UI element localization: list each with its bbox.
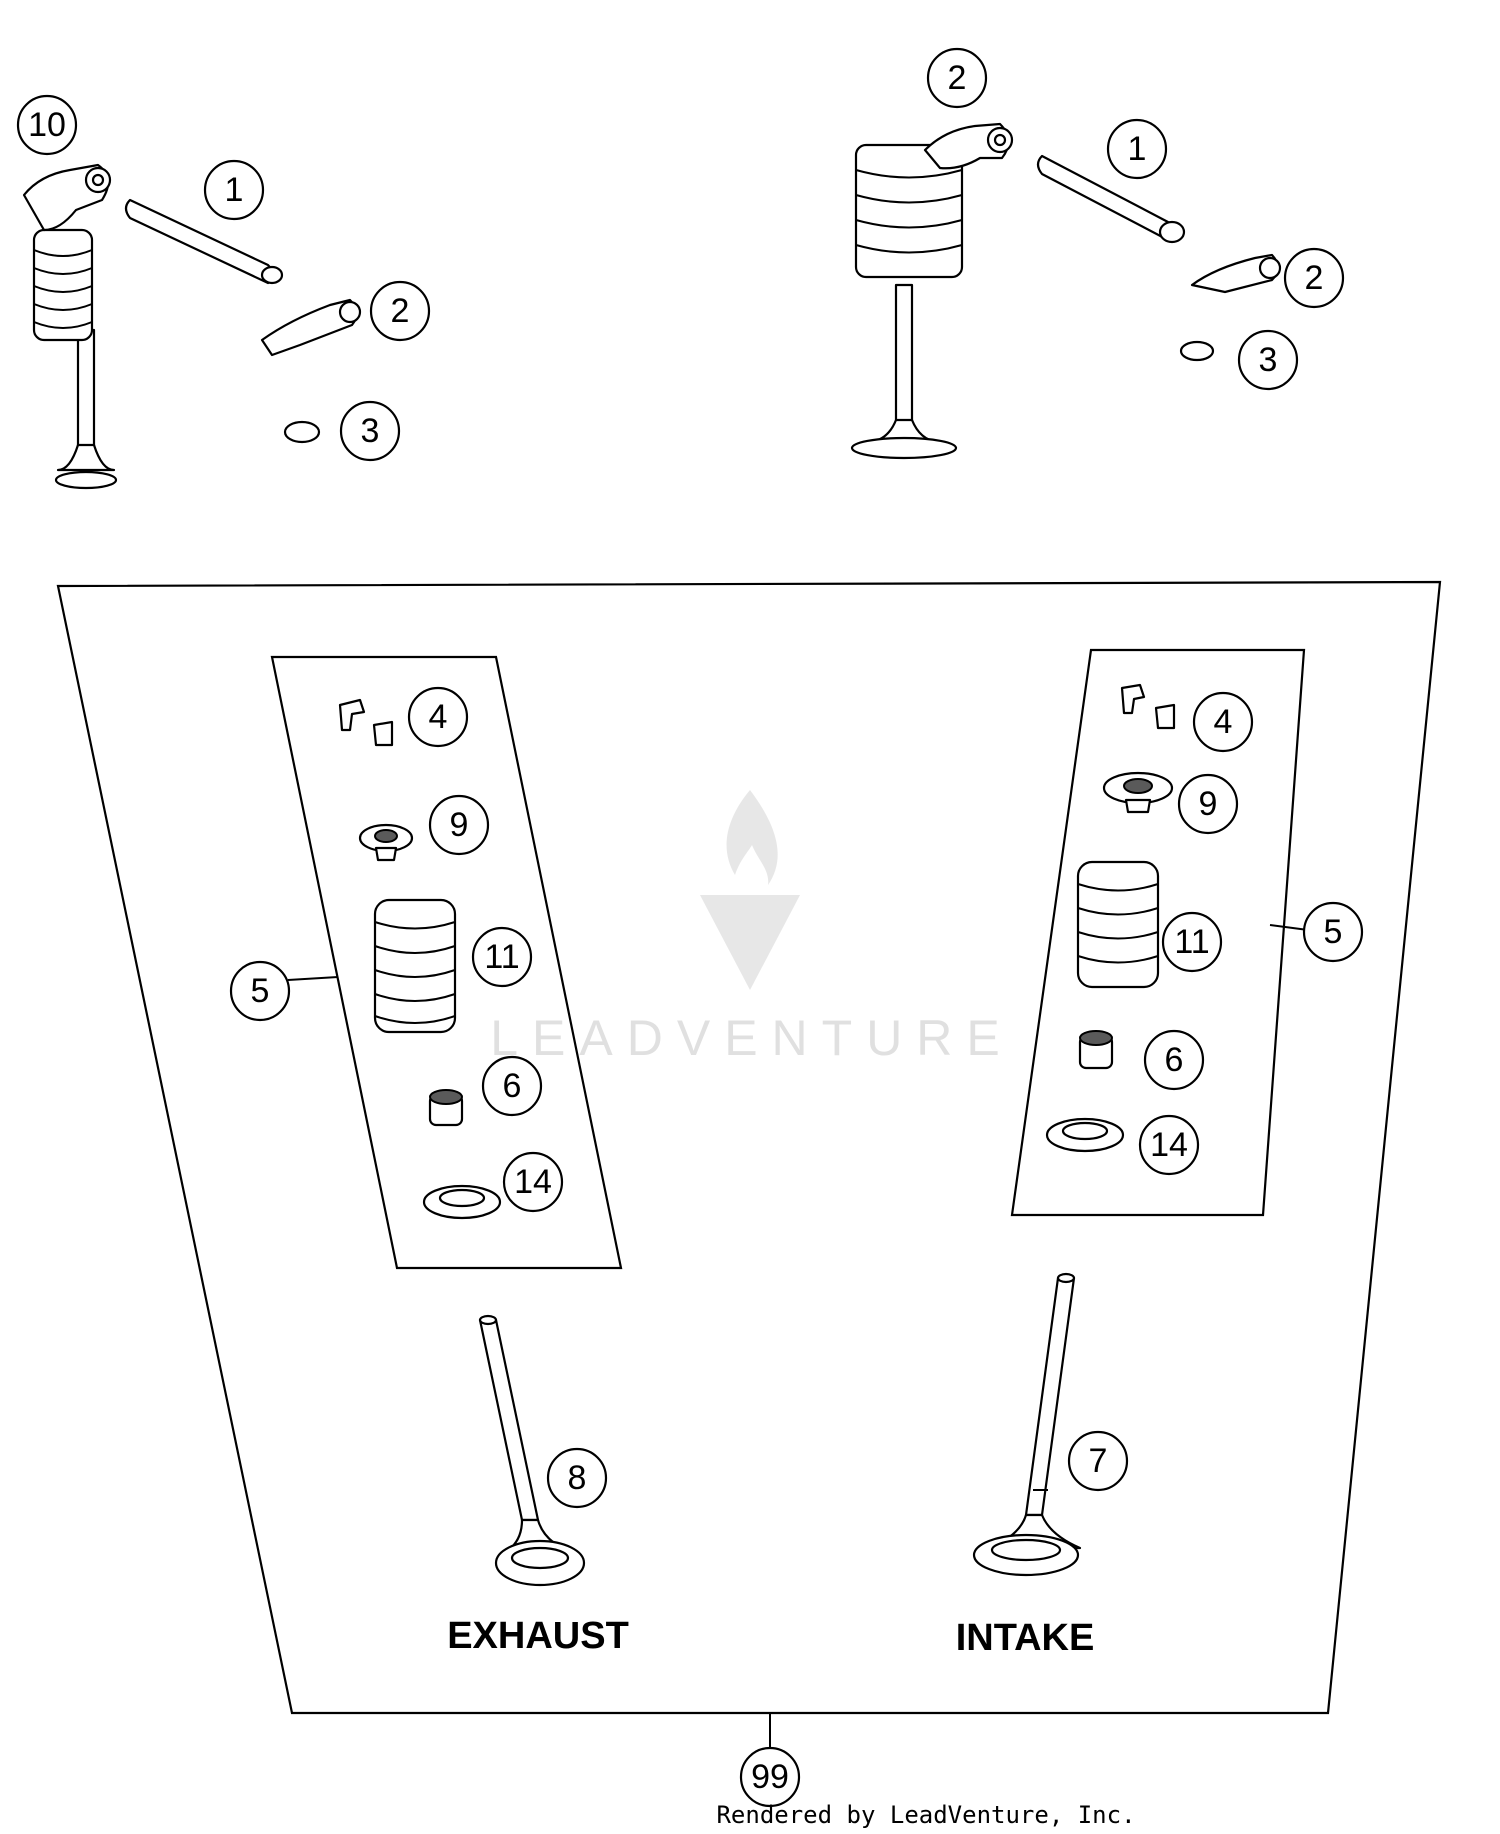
callout-4: 4 — [1192, 691, 1254, 753]
shim-icon — [1179, 340, 1215, 362]
svg-text:14: 14 — [514, 1163, 552, 1201]
callout-99: 99 — [739, 1746, 801, 1808]
callout-11: 11 — [471, 926, 533, 988]
footer-credit: Rendered by LeadVenture, Inc. — [716, 1801, 1135, 1829]
callout-5: 5 — [229, 960, 291, 1022]
exhaust-label: EXHAUST — [447, 1615, 629, 1657]
callout-8: 8 — [546, 1447, 608, 1509]
callout-9: 9 — [1177, 773, 1239, 835]
callout-4: 4 — [407, 686, 469, 748]
svg-text:6: 6 — [1165, 1041, 1184, 1079]
valve-spring-icon — [1076, 860, 1160, 989]
rocker-shaft-icon — [1036, 154, 1186, 244]
callout-11: 11 — [1161, 911, 1223, 973]
intake-label: INTAKE — [956, 1617, 1095, 1659]
svg-text:14: 14 — [1150, 1126, 1188, 1164]
callout-2: 2 — [369, 280, 431, 342]
valve-keeper-icon — [338, 698, 394, 747]
exhaust-spring-kit-frame — [270, 655, 623, 1270]
spring-seat-icon — [1045, 1117, 1125, 1153]
svg-text:11: 11 — [1174, 923, 1209, 961]
rocker-arm-icon — [260, 298, 362, 357]
spring-retainer-icon — [358, 823, 414, 862]
svg-text:99: 99 — [751, 1758, 789, 1796]
callout-6: 6 — [1143, 1029, 1205, 1091]
rocker-shaft-icon — [124, 198, 284, 285]
svg-text:11: 11 — [484, 938, 519, 976]
svg-text:4: 4 — [429, 698, 448, 736]
svg-text:8: 8 — [568, 1459, 587, 1497]
valve-spring-icon — [373, 898, 457, 1034]
callout-3: 3 — [1237, 329, 1299, 391]
svg-text:2: 2 — [948, 59, 967, 97]
svg-text:3: 3 — [1259, 341, 1278, 379]
valve-keeper-icon — [1120, 683, 1176, 730]
valve-kit-frame — [56, 580, 1442, 1715]
svg-text:7: 7 — [1089, 1442, 1108, 1480]
intake-spring-kit-frame — [1010, 648, 1306, 1217]
svg-text:9: 9 — [1199, 785, 1218, 823]
callout-2: 2 — [1283, 247, 1345, 309]
svg-text:5: 5 — [1324, 913, 1343, 951]
callout-2: 2 — [926, 47, 988, 109]
svg-text:1: 1 — [1128, 130, 1147, 168]
callout-10: 10 — [16, 94, 78, 156]
spring-retainer-icon — [1102, 771, 1174, 814]
svg-text:3: 3 — [361, 412, 380, 450]
spring-seat-icon — [422, 1184, 502, 1220]
callout-5: 5 — [1302, 901, 1364, 963]
callout-1: 1 — [1106, 118, 1168, 180]
svg-text:1: 1 — [225, 171, 244, 209]
callout-14: 14 — [1138, 1114, 1200, 1176]
valve-stem-seal-icon — [1078, 1030, 1114, 1070]
shim-icon — [283, 420, 321, 444]
svg-text:9: 9 — [450, 806, 469, 844]
exhaust-valve-icon — [478, 1314, 586, 1587]
callout-14: 14 — [502, 1151, 564, 1213]
intake-valve-icon — [972, 1272, 1082, 1577]
callout-1: 1 — [203, 159, 265, 221]
leadventure-logo-icon — [700, 790, 800, 990]
svg-text:2: 2 — [391, 292, 410, 330]
callout-7: 7 — [1067, 1430, 1129, 1492]
svg-text:4: 4 — [1214, 703, 1233, 741]
intake-valve-assembly-icon — [850, 122, 1014, 460]
callout-3: 3 — [339, 400, 401, 462]
svg-text:10: 10 — [28, 106, 66, 144]
svg-text:2: 2 — [1305, 259, 1324, 297]
valve-stem-seal-icon — [428, 1089, 464, 1127]
exhaust-valve-assembly-icon — [22, 163, 118, 490]
watermark-text: LEADVENTURE — [490, 1010, 1014, 1066]
watermark: LEADVENTURE — [490, 790, 1014, 1066]
callout-9: 9 — [428, 794, 490, 856]
callout-6: 6 — [481, 1055, 543, 1117]
svg-text:6: 6 — [503, 1067, 522, 1105]
rocker-arm-icon — [1190, 253, 1282, 294]
svg-text:5: 5 — [251, 972, 270, 1010]
